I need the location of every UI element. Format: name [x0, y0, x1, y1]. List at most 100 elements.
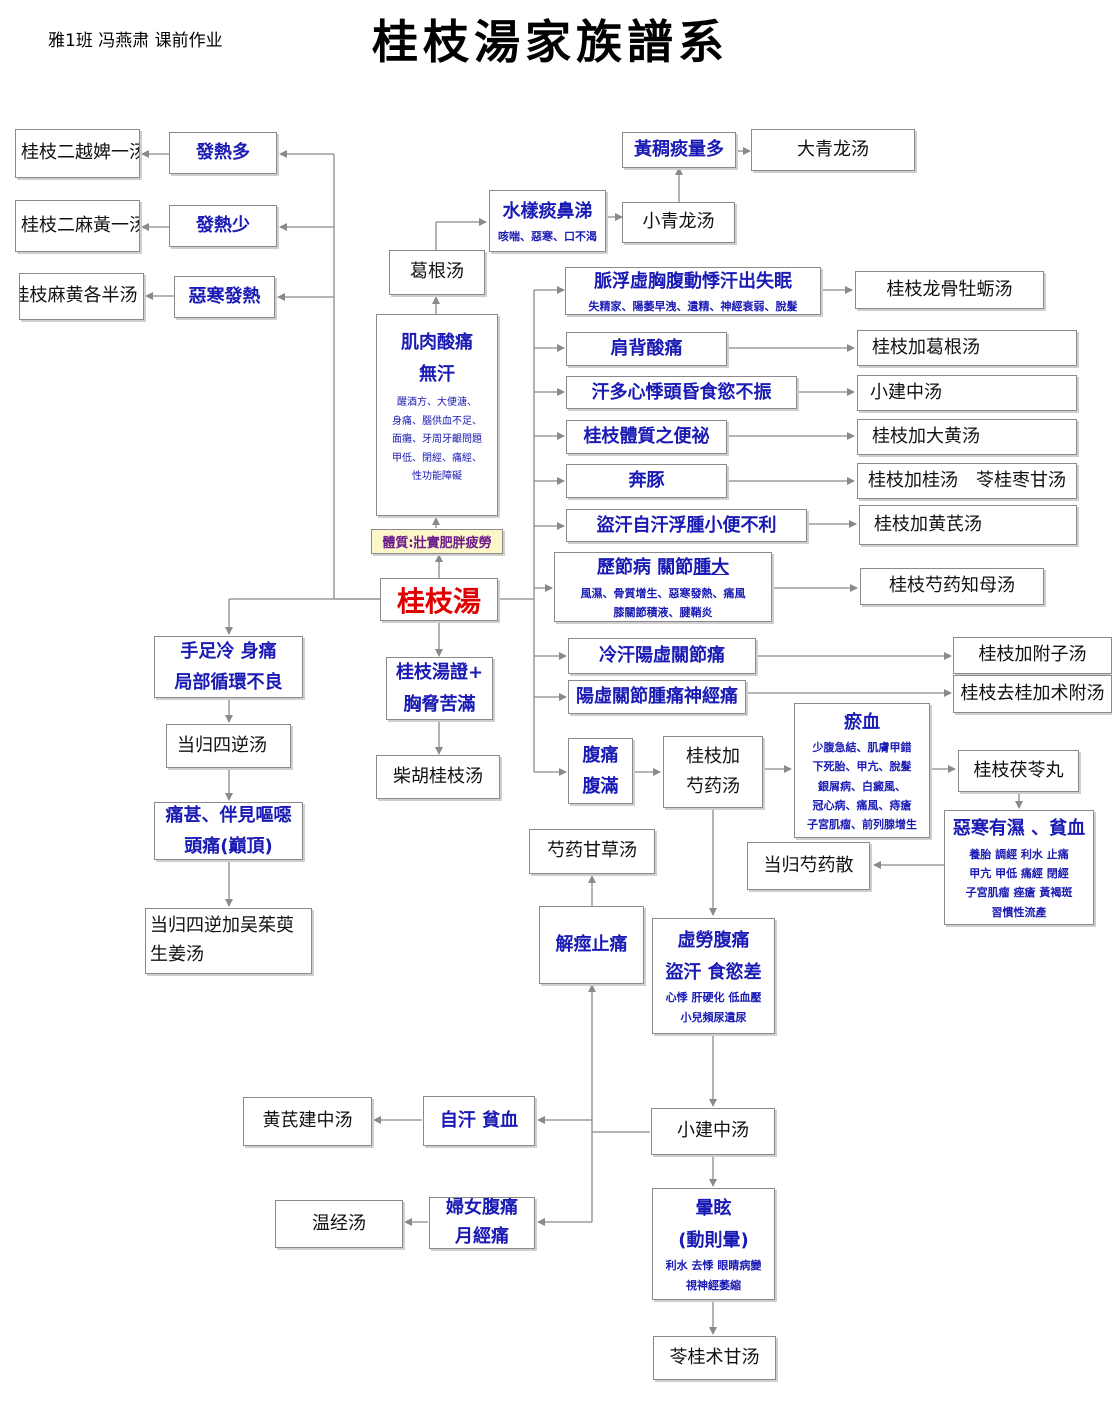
wenjing-node[interactable]: 温经汤 — [275, 1200, 403, 1248]
symptom-line: 手足冷 身痛 — [180, 640, 277, 662]
detail-line: 少腹急結、肌膚甲錯 — [812, 741, 912, 755]
detail-line: 小兒頻尿遺尿 — [680, 1010, 747, 1024]
sweat-palpitation-node[interactable]: 汗多心悸頭昏食慾不振 — [566, 376, 797, 409]
jia-gegen-node[interactable]: 桂枝加葛根汤 — [857, 330, 1077, 366]
symptom-line: (動則暈) — [678, 1229, 749, 1251]
joint-title-a: 歷節病 關節 — [596, 557, 694, 578]
xiaojianzhong-right-node[interactable]: 小建中汤 — [857, 375, 1077, 411]
symptom-label: 盜汗自汗浮腫小便不利 — [596, 514, 777, 536]
headache-node[interactable]: 痛甚、伴見嘔噁 頭痛(巔頂) — [154, 802, 303, 860]
detail-line: 養胎 調經 利水 止痛 — [969, 847, 1069, 861]
jia-shaoyao-node[interactable]: 桂枝加 芍药汤 — [663, 736, 763, 808]
jia-huangqi-node[interactable]: 桂枝加黄芪汤 — [859, 505, 1077, 545]
formula-label: 葛根汤 — [410, 261, 464, 283]
symptom-label: 解痙止痛 — [555, 934, 628, 956]
cold-limbs-node[interactable]: 手足冷 身痛 局部循環不良 — [154, 636, 303, 698]
xiaojianzhong-node[interactable]: 小建中汤 — [651, 1108, 775, 1155]
chest-fullness-node[interactable]: 桂枝湯證+ 胸脅苦滿 — [386, 657, 493, 720]
guizhi-yuebi-node[interactable]: 桂枝二越婢一汤 — [15, 129, 140, 178]
fluid-sputum-node[interactable]: 水樣痰鼻涕 咳喘、惡寒、口不渴 — [489, 190, 606, 252]
shoulder-pain-node[interactable]: 肩背酸痛 — [566, 332, 727, 366]
fever-low-node[interactable]: 發熱少 — [169, 205, 277, 247]
symptom-line: 痛甚、伴見嘔噁 — [165, 804, 292, 826]
symptom-label: 冷汗陽虛關節痛 — [599, 645, 725, 667]
anemia-node[interactable]: 自汗 貧血 — [423, 1096, 535, 1146]
symptom-line: 無汗 — [419, 363, 455, 385]
longgu-muli-node[interactable]: 桂枝龙骨牡蛎汤 — [855, 271, 1044, 309]
constitution-label: 體質:壯實肥胖疲勞 — [382, 536, 492, 551]
author-note: 雅1班 冯燕肃 课前作业 — [48, 31, 223, 51]
jia-fuzi-node[interactable]: 桂枝加附子汤 — [953, 637, 1112, 674]
chills-fever-node[interactable]: 惡寒發熱 — [174, 276, 275, 318]
jia-gui-node[interactable]: 桂枝加桂汤 苓桂枣甘汤 — [857, 463, 1077, 499]
danggui-shaoyao-node[interactable]: 当归芍药散 — [747, 842, 870, 890]
wuzhuyu-node[interactable]: 当归四逆加吴茱萸 生姜汤 — [145, 908, 312, 974]
huangqi-jianzhong-node[interactable]: 黄芪建中汤 — [243, 1097, 372, 1146]
xiaoqinglong-node[interactable]: 小青龙汤 — [622, 202, 735, 243]
chaihu-guizhi-node[interactable]: 柴胡桂枝汤 — [376, 755, 500, 799]
detail-line: 習慣性流產 — [991, 905, 1047, 919]
fuling-wan-node[interactable]: 桂枝茯苓丸 — [958, 750, 1079, 792]
constipation-node[interactable]: 桂枝體質之便祕 — [566, 420, 727, 454]
symptom-line: 婦女腹痛 — [446, 1197, 518, 1219]
fever-high-node[interactable]: 發熱多 — [169, 132, 277, 174]
symptom-line: 腹滿 — [582, 776, 619, 797]
formula-label: 桂枝加葛根汤 — [872, 336, 980, 358]
formula-label: 小建中汤 — [870, 381, 942, 403]
women-pain-node[interactable]: 婦女腹痛 月經痛 — [429, 1197, 535, 1249]
shaoyao-gancao-node[interactable]: 芍药甘草汤 — [529, 829, 655, 874]
dizziness-node[interactable]: 暈眩 (動則暈) 利水 去悸 眼睛病變 視神經萎縮 — [652, 1188, 775, 1300]
formula-label: 桂枝加桂汤 苓桂枣甘汤 — [868, 469, 1066, 491]
detail-line: 面癱、牙周牙齦問題 — [392, 434, 482, 445]
abdominal-pain-node[interactable]: 腹痛 腹滿 — [568, 738, 633, 804]
detail-line: 視神經萎縮 — [686, 1278, 741, 1292]
linggui-zhugan-node[interactable]: 苓桂术甘汤 — [653, 1336, 776, 1380]
formula-label: 柴胡桂枝汤 — [393, 765, 483, 787]
cold-damp-node[interactable]: 惡寒有濕 、貧血 養胎 調經 利水 止痛 甲亢 甲低 痛經 閉經 子宮肌瘤 痤瘡… — [944, 810, 1094, 925]
guizhi-mahuang-half-node[interactable]: 桂枝麻黄各半汤 — [19, 273, 144, 320]
formula-label: 小青龙汤 — [642, 211, 715, 233]
detail-line: 性功能障礙 — [412, 471, 462, 482]
symptom-line: 胸脅苦滿 — [403, 693, 476, 715]
antispasm-node[interactable]: 解痙止痛 — [539, 906, 644, 984]
qu-gui-node[interactable]: 桂枝去桂加术附汤 — [953, 675, 1112, 713]
muscle-pain-node[interactable]: 肌肉酸痛 無汗 醒酒方、大便溏、 身痛、腦供血不足、 面癱、牙周牙齦問題 甲低、… — [376, 314, 498, 516]
symptom-line: 暈眩 — [695, 1198, 732, 1220]
symptom-label: 桂枝體質之便祕 — [583, 426, 710, 448]
formula-label: 大青龙汤 — [797, 138, 869, 160]
formula-line: 桂枝加 — [686, 746, 740, 768]
jia-dahuang-node[interactable]: 桂枝加大黄汤 — [857, 419, 1077, 455]
danggui-sini-node[interactable]: 当归四逆汤 — [166, 724, 291, 768]
detail-line: 冠心病、痛風、痔瘡 — [812, 798, 912, 812]
formula-label: 桂枝加大黄汤 — [872, 425, 980, 447]
symptom-line: 局部循環不良 — [174, 672, 283, 693]
formula-label: 桂枝芍药知母汤 — [889, 575, 1015, 597]
symptom-label: 奔豚 — [628, 470, 665, 492]
edema-node[interactable]: 盜汗自汗浮腫小便不利 — [566, 509, 807, 542]
pulse-palpitation-node[interactable]: 脈浮虛胸腹動悸汗出失眠 失精家、陽萎早洩、遺精、神經衰弱、脫髮 — [565, 267, 821, 315]
detail-line: 身痛、腦供血不足、 — [392, 415, 482, 427]
gegen-node[interactable]: 葛根汤 — [389, 250, 485, 295]
daqinglong-node[interactable]: 大青龙汤 — [751, 129, 915, 171]
shaoyao-zhimu-node[interactable]: 桂枝芍药知母汤 — [860, 568, 1044, 605]
symptom-sub: 咳喘、惡寒、口不渴 — [498, 230, 597, 244]
yang-deficiency-node[interactable]: 陽虛關節腫痛神經痛 — [568, 680, 746, 714]
constitution-note[interactable]: 體質:壯實肥胖疲勞 — [371, 529, 503, 554]
blood-stasis-node[interactable]: 瘀血 少腹急結、肌膚甲錯 下死胎、甲亢、脫髮 銀屑病、白癜風、 冠心病、痛風、痔… — [794, 703, 930, 838]
guizhi-mahuang-node[interactable]: 桂枝二麻黃一汤 — [15, 200, 140, 252]
xulao-node[interactable]: 虛勞腹痛 盜汗 食慾差 心悸 肝硬化 低血壓 小兒頻尿遺尿 — [652, 918, 775, 1034]
formula-label: 当归芍药散 — [763, 854, 854, 876]
formula-label: 桂枝加黄芪汤 — [874, 513, 982, 535]
center-node[interactable]: 桂枝湯 — [380, 578, 498, 621]
detail-line: 利水 去悸 眼睛病變 — [665, 1259, 762, 1273]
cold-sweat-node[interactable]: 冷汗陽虛關節痛 — [568, 638, 756, 674]
symptom-line: 肌肉酸痛 — [401, 332, 473, 353]
symptom-label: 發熱多 — [196, 142, 250, 164]
symptom-label: 發熱少 — [196, 215, 250, 237]
detail-line: 甲低、閉經、痛經、 — [392, 452, 482, 464]
thick-sputum-node[interactable]: 黃稠痰量多 — [622, 132, 736, 168]
symptom-label: 汗多心悸頭昏食慾不振 — [591, 381, 772, 403]
joint-node[interactable]: 歷節病 關節腫大 風濕、骨質增生、惡寒發熱、痛風 膝關節積液、腱鞘炎 — [554, 552, 772, 622]
benton-node[interactable]: 奔豚 — [566, 464, 727, 498]
